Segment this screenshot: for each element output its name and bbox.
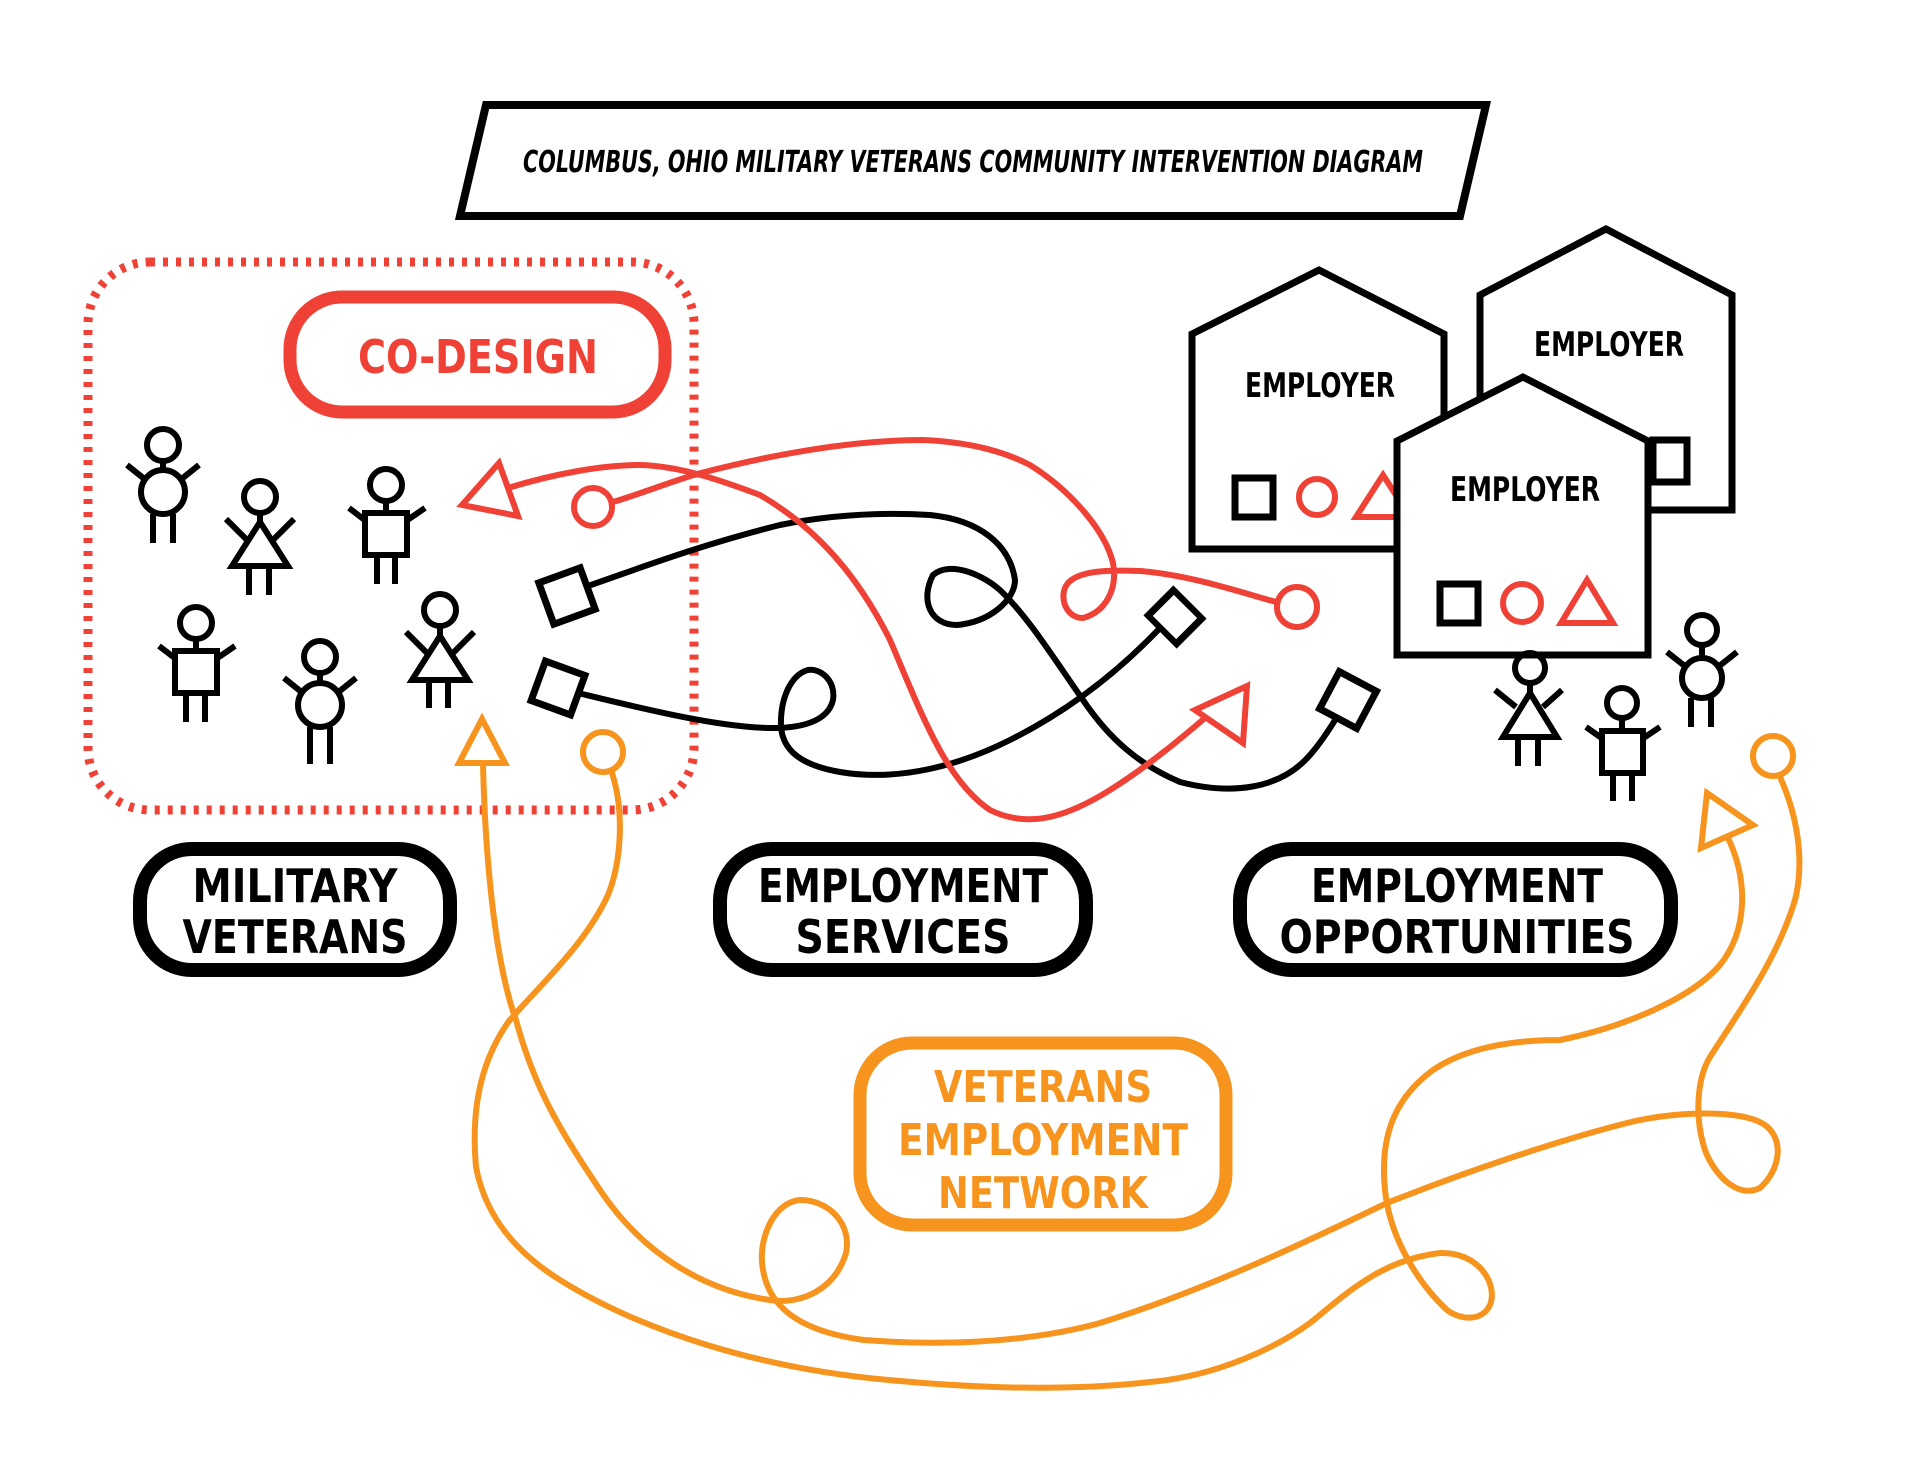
title-frame <box>454 101 1492 220</box>
person-round-icon <box>125 426 201 543</box>
codesign-arrow-triangle-icon <box>456 457 523 520</box>
label-veterans-employment-network: VETERANS EMPLOYMENT NETWORK <box>853 1036 1233 1232</box>
employer-houses: EMPLOYER EMPLOYER EMPLOYER <box>1188 225 1736 659</box>
co-design-frame <box>283 290 672 419</box>
circle-icon <box>1296 476 1338 518</box>
network-curve <box>480 761 1803 1346</box>
label-employment-services: EMPLOYMENT SERVICES <box>713 842 1093 977</box>
person-square-icon <box>1584 685 1662 801</box>
person-dress-icon <box>1493 650 1565 766</box>
circle-icon <box>1500 581 1544 625</box>
network-start-circle-icon <box>580 729 626 775</box>
network-arrow-triangle-icon <box>454 712 510 766</box>
network-frame <box>853 1036 1233 1232</box>
employer-people <box>1493 612 1739 801</box>
title-banner: COLUMBUS, OHIO MILITARY VETERANS COMMUNI… <box>454 101 1492 220</box>
codesign-curve <box>610 437 1279 621</box>
employer-house: EMPLOYER <box>1188 266 1448 553</box>
network-arrow-triangle-icon <box>1697 787 1760 853</box>
person-dress-icon <box>403 591 477 708</box>
person-round-icon <box>1665 612 1739 727</box>
codesign-start-circle-icon <box>571 485 615 529</box>
network-line: VETERANS <box>934 1062 1152 1113</box>
label-line: OPPORTUNITIES <box>1280 910 1635 964</box>
person-round-icon <box>282 638 358 764</box>
orange-connectors <box>454 712 1803 1391</box>
codesign-arrow-triangle-icon <box>1188 681 1251 749</box>
service-start-square-icon <box>534 563 600 629</box>
network-line: EMPLOYMENT <box>898 1115 1188 1166</box>
co-design-badge: CO-DESIGN <box>283 290 672 419</box>
label-frame <box>713 842 1093 977</box>
codesign-end-circle-icon <box>1274 584 1320 630</box>
person-dress-icon <box>223 478 297 595</box>
label-employment-opportunities: EMPLOYMENT OPPORTUNITIES <box>1233 842 1678 977</box>
label-line: MILITARY <box>193 859 399 913</box>
black-connectors <box>526 510 1382 792</box>
square-icon <box>1436 580 1482 627</box>
label-line: SERVICES <box>796 910 1011 964</box>
co-design-boundary <box>83 257 699 815</box>
triangle-icon <box>1555 574 1619 626</box>
service-curve <box>585 510 1343 792</box>
person-square-icon <box>347 466 427 584</box>
label-military-veterans: MILITARY VETERANS <box>133 842 457 977</box>
co-design-label: CO-DESIGN <box>358 330 598 384</box>
service-end-square-icon <box>1314 666 1382 734</box>
employer-house: EMPLOYER <box>1393 373 1652 659</box>
person-square-icon <box>157 604 237 722</box>
square-icon <box>1649 436 1691 486</box>
network-line: NETWORK <box>938 1168 1150 1219</box>
label-line: EMPLOYMENT <box>1311 859 1604 913</box>
label-frame <box>1233 842 1678 977</box>
veterans-people <box>125 426 477 764</box>
square-icon <box>1231 474 1277 521</box>
codesign-curve <box>505 462 1215 823</box>
service-curve <box>575 625 1163 778</box>
network-curve <box>471 770 1746 1391</box>
label-line: EMPLOYMENT <box>758 859 1049 913</box>
employer-label: EMPLOYER <box>1245 366 1395 406</box>
service-end-diamond-icon <box>1143 585 1207 649</box>
red-connectors <box>456 437 1320 823</box>
label-line: VETERANS <box>183 910 408 964</box>
diagram-title: COLUMBUS, OHIO MILITARY VETERANS COMMUNI… <box>523 145 1423 180</box>
label-frame <box>133 842 457 977</box>
service-start-square-icon <box>526 656 590 720</box>
employer-label: EMPLOYER <box>1450 470 1600 510</box>
network-start-circle-icon <box>1750 733 1796 779</box>
employer-label: EMPLOYER <box>1534 325 1684 365</box>
